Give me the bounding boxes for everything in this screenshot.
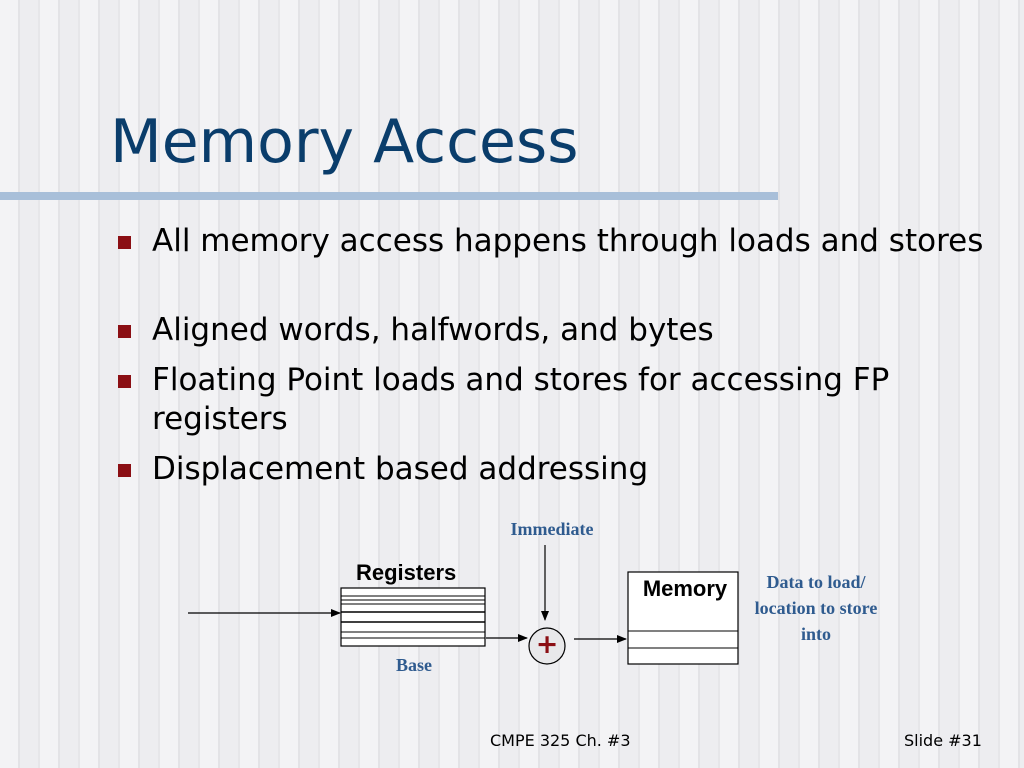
bullet-item-1: All memory access happens through loads …: [152, 223, 984, 259]
memory-label: Memory: [642, 576, 728, 601]
registers-label: Registers: [356, 560, 457, 585]
slide-title: Memory Access: [110, 107, 579, 177]
immediate-label: Immediate: [510, 519, 594, 539]
bullet-marker: [118, 375, 131, 388]
adder-circle: [528, 627, 566, 665]
register-file: [340, 587, 486, 647]
bullet-item-2: Aligned words, halfwords, and bytes: [152, 312, 714, 348]
footer-course: CMPE 325 Ch. #3: [490, 731, 631, 750]
title-divider: [0, 192, 778, 200]
data-destination-label: Data to load/ location to store into: [754, 572, 878, 644]
adder-plus-icon: +: [535, 629, 559, 660]
bullet-marker: [118, 236, 131, 249]
memory-block: [627, 571, 739, 665]
bullet-item-4: Displacement based addressing: [152, 451, 649, 487]
base-label: Base: [396, 655, 432, 675]
bullet-marker: [118, 325, 131, 338]
footer-slide-number: Slide #31: [904, 731, 982, 750]
bullet-item-3: Floating Point loads and stores for acce…: [152, 362, 890, 437]
bullet-marker: [118, 464, 131, 477]
